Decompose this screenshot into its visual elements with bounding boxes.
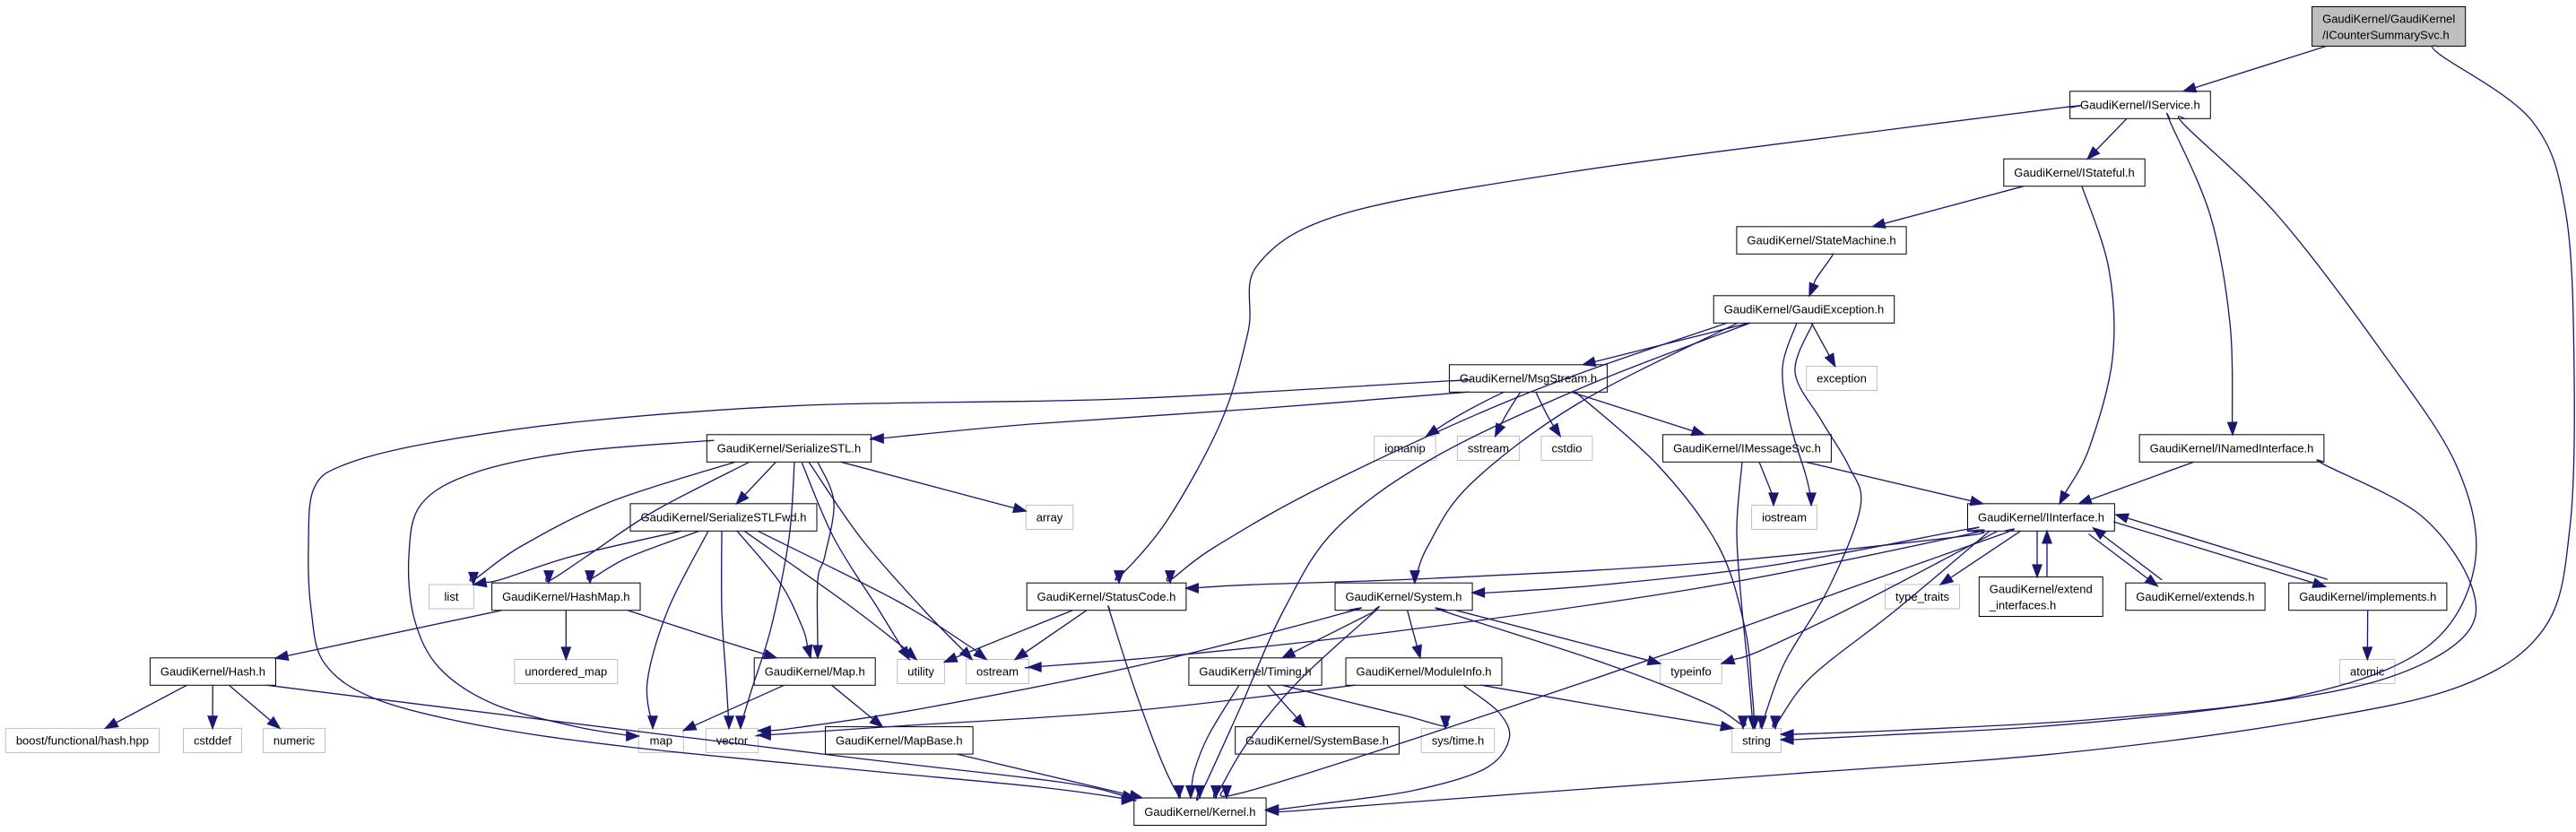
svg-text:GaudiKernel/ModuleInfo.h: GaudiKernel/ModuleInfo.h <box>1356 665 1491 679</box>
svg-text:array: array <box>1036 511 1063 524</box>
svg-text:GaudiKernel/MsgStream.h: GaudiKernel/MsgStream.h <box>1460 372 1597 386</box>
svg-text:GaudiKernel/SerializeSTL.h: GaudiKernel/SerializeSTL.h <box>717 442 861 455</box>
svg-text:ostream: ostream <box>976 665 1019 679</box>
svg-text:GaudiKernel/extends.h: GaudiKernel/extends.h <box>2136 590 2254 603</box>
svg-text:GaudiKernel/StateMachine.h: GaudiKernel/StateMachine.h <box>1747 234 1895 247</box>
svg-text:GaudiKernel/Kernel.h: GaudiKernel/Kernel.h <box>1144 805 1255 819</box>
svg-text:GaudiKernel/HashMap.h: GaudiKernel/HashMap.h <box>502 590 629 603</box>
svg-text:exception: exception <box>1817 372 1867 386</box>
svg-text:GaudiKernel/implements.h: GaudiKernel/implements.h <box>2299 590 2436 603</box>
svg-text:GaudiKernel/GaudiKernel: GaudiKernel/GaudiKernel <box>2322 13 2455 26</box>
svg-text:cstdio: cstdio <box>1552 442 1583 455</box>
svg-text:/ICounterSummarySvc.h: /ICounterSummarySvc.h <box>2322 29 2450 42</box>
svg-text:GaudiKernel/System.h: GaudiKernel/System.h <box>1345 590 1461 603</box>
svg-text:string: string <box>1742 734 1771 748</box>
svg-text:GaudiKernel/Map.h: GaudiKernel/Map.h <box>765 665 865 679</box>
svg-text:GaudiKernel/IMessageSvc.h: GaudiKernel/IMessageSvc.h <box>1673 442 1821 455</box>
svg-text:GaudiKernel/GaudiException.h: GaudiKernel/GaudiException.h <box>1724 303 1885 316</box>
svg-text:typeinfo: typeinfo <box>1670 665 1712 679</box>
svg-text:map: map <box>650 734 672 748</box>
svg-text:sys/time.h: sys/time.h <box>1432 734 1485 748</box>
svg-text:boost/functional/hash.hpp: boost/functional/hash.hpp <box>16 734 149 748</box>
svg-text:GaudiKernel/IInterface.h: GaudiKernel/IInterface.h <box>1978 511 2104 524</box>
svg-text:GaudiKernel/SystemBase.h: GaudiKernel/SystemBase.h <box>1245 734 1389 748</box>
svg-text:iostream: iostream <box>1762 511 1807 524</box>
svg-text:type_traits: type_traits <box>1895 590 1949 603</box>
svg-text:list: list <box>445 590 459 603</box>
svg-text:vector: vector <box>716 734 749 748</box>
svg-text:GaudiKernel/INamedInterface.h: GaudiKernel/INamedInterface.h <box>2150 442 2314 455</box>
svg-text:numeric: numeric <box>273 734 316 748</box>
svg-text:utility: utility <box>907 665 934 679</box>
svg-text:atomic: atomic <box>2350 665 2385 679</box>
svg-text:GaudiKernel/Hash.h: GaudiKernel/Hash.h <box>160 665 265 679</box>
svg-text:GaudiKernel/MapBase.h: GaudiKernel/MapBase.h <box>836 734 963 748</box>
svg-text:sstream: sstream <box>1468 442 1509 455</box>
svg-text:GaudiKernel/IStateful.h: GaudiKernel/IStateful.h <box>2014 166 2134 179</box>
svg-text:GaudiKernel/SerializeSTLFwd.h: GaudiKernel/SerializeSTLFwd.h <box>641 511 807 524</box>
svg-text:unordered_map: unordered_map <box>525 665 607 679</box>
svg-text:_interfaces.h: _interfaces.h <box>1989 599 2056 612</box>
svg-text:GaudiKernel/IService.h: GaudiKernel/IService.h <box>2080 99 2200 112</box>
svg-text:cstddef: cstddef <box>194 734 231 748</box>
svg-text:GaudiKernel/StatusCode.h: GaudiKernel/StatusCode.h <box>1037 590 1176 603</box>
svg-text:GaudiKernel/extend: GaudiKernel/extend <box>1990 583 2093 596</box>
